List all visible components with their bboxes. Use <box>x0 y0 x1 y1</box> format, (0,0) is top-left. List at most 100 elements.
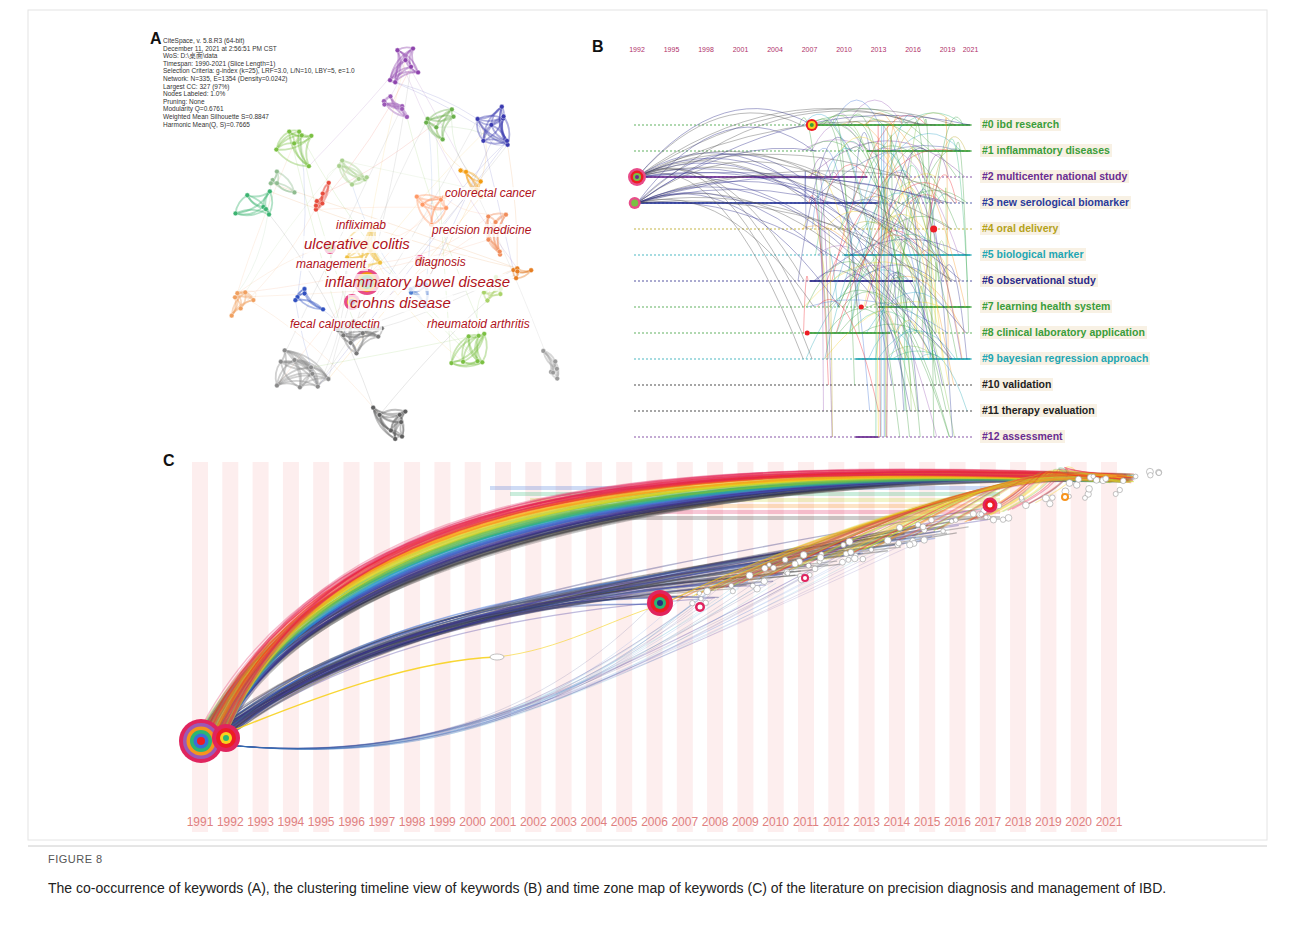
zone-curve <box>221 479 1123 743</box>
axis-year: 1993 <box>247 815 274 829</box>
network-node <box>553 359 558 364</box>
zone-curve <box>204 476 1119 743</box>
software-info: Timespan: 1990-2021 (Slice Length=1) <box>163 60 275 67</box>
network-node <box>388 78 393 83</box>
zone-curve <box>207 475 1131 741</box>
cluster-label: #2 multicenter national study <box>980 170 1129 183</box>
timeline-node <box>930 226 937 233</box>
timeline-node <box>631 200 638 207</box>
zone-curve <box>211 474 1119 738</box>
zone-curve <box>217 474 1119 738</box>
network-node <box>297 385 302 390</box>
axis-year: 2007 <box>671 815 698 829</box>
network-node <box>486 214 491 219</box>
network-node <box>268 181 273 186</box>
zone-curve <box>206 564 828 741</box>
zone-curve <box>220 476 1121 743</box>
zone-curve <box>664 476 1133 604</box>
network-node <box>340 158 345 163</box>
network-node <box>309 365 314 370</box>
timezone-panel-c <box>179 462 1162 832</box>
zone-curve <box>213 474 1118 739</box>
zone-curve <box>220 477 1122 743</box>
network-node <box>293 298 298 303</box>
network-node <box>466 334 471 339</box>
network-node <box>414 194 419 199</box>
zone-curve <box>200 547 901 744</box>
axis-year: 1995 <box>308 815 335 829</box>
year-stripe <box>222 462 238 832</box>
zone-node <box>817 554 824 561</box>
zone-curve <box>839 477 1125 556</box>
year-stripe <box>1071 462 1087 832</box>
zone-curve <box>497 605 660 657</box>
network-link <box>356 333 363 353</box>
timeline-arc <box>637 169 966 333</box>
axis-year: 1997 <box>368 815 395 829</box>
zone-hub <box>803 576 807 580</box>
zone-node <box>921 537 927 543</box>
zone-node <box>697 591 702 596</box>
network-node <box>541 349 546 354</box>
zone-node <box>929 517 935 523</box>
zone-curve <box>209 475 1132 741</box>
timeline-row <box>634 437 972 438</box>
timeline-arc <box>806 115 931 151</box>
network-node <box>451 114 456 119</box>
zone-curve <box>212 558 823 740</box>
zone-curve <box>211 474 1132 744</box>
network-link <box>417 197 432 225</box>
network-link <box>423 205 447 210</box>
network-node <box>393 80 398 85</box>
zone-curve <box>203 553 861 743</box>
zone-node <box>750 583 755 588</box>
zone-curve <box>794 478 1134 568</box>
zone-curve <box>219 575 804 740</box>
cluster-label: #3 new serological biomarker <box>980 196 1131 209</box>
zone-curve <box>202 472 1106 739</box>
zone-curve <box>209 478 1130 743</box>
axis-year: 2010 <box>762 815 789 829</box>
network-link <box>436 127 466 172</box>
timeline-year: 2016 <box>905 46 921 53</box>
zone-curve <box>200 579 761 749</box>
zone-curve <box>201 478 1128 739</box>
timeline-node <box>631 171 644 184</box>
network-node <box>416 70 421 75</box>
zone-node <box>970 511 976 517</box>
zone-curve <box>222 526 945 739</box>
figure-caption: The co-occurrence of keywords (A), the c… <box>48 878 1248 898</box>
zone-curve <box>216 481 1121 739</box>
zone-curve <box>199 480 1127 738</box>
zone-curve <box>761 479 1125 577</box>
zone-node <box>1023 502 1030 509</box>
axis-year: 1991 <box>187 815 214 829</box>
network-link <box>245 161 342 293</box>
network-node <box>504 212 509 217</box>
zone-node <box>851 555 858 562</box>
zone-node <box>1086 486 1093 493</box>
caption-rule <box>28 846 1267 847</box>
network-node <box>377 412 382 417</box>
timeline-arc <box>828 228 832 437</box>
zone-curve <box>220 470 1122 741</box>
cluster-label: #11 therapy evaluation <box>980 404 1097 417</box>
timeline-link <box>883 125 885 437</box>
zone-node <box>1047 501 1053 507</box>
network-node <box>337 164 342 169</box>
timeline-arc <box>637 181 962 281</box>
zone-node <box>746 572 753 579</box>
axis-year: 1994 <box>278 815 305 829</box>
zone-hub <box>657 600 663 606</box>
keyword-label: inflammatory bowel disease <box>323 274 512 291</box>
zone-curve <box>211 477 1115 737</box>
zone-curve <box>200 561 808 748</box>
zone-hub <box>983 498 998 513</box>
network-link <box>273 180 295 192</box>
timeline-arc <box>817 299 879 411</box>
timeline-arc <box>637 173 803 359</box>
timeline-arc <box>903 276 905 411</box>
network-node <box>274 147 279 152</box>
network-node <box>499 104 504 109</box>
zone-curve <box>212 575 795 739</box>
